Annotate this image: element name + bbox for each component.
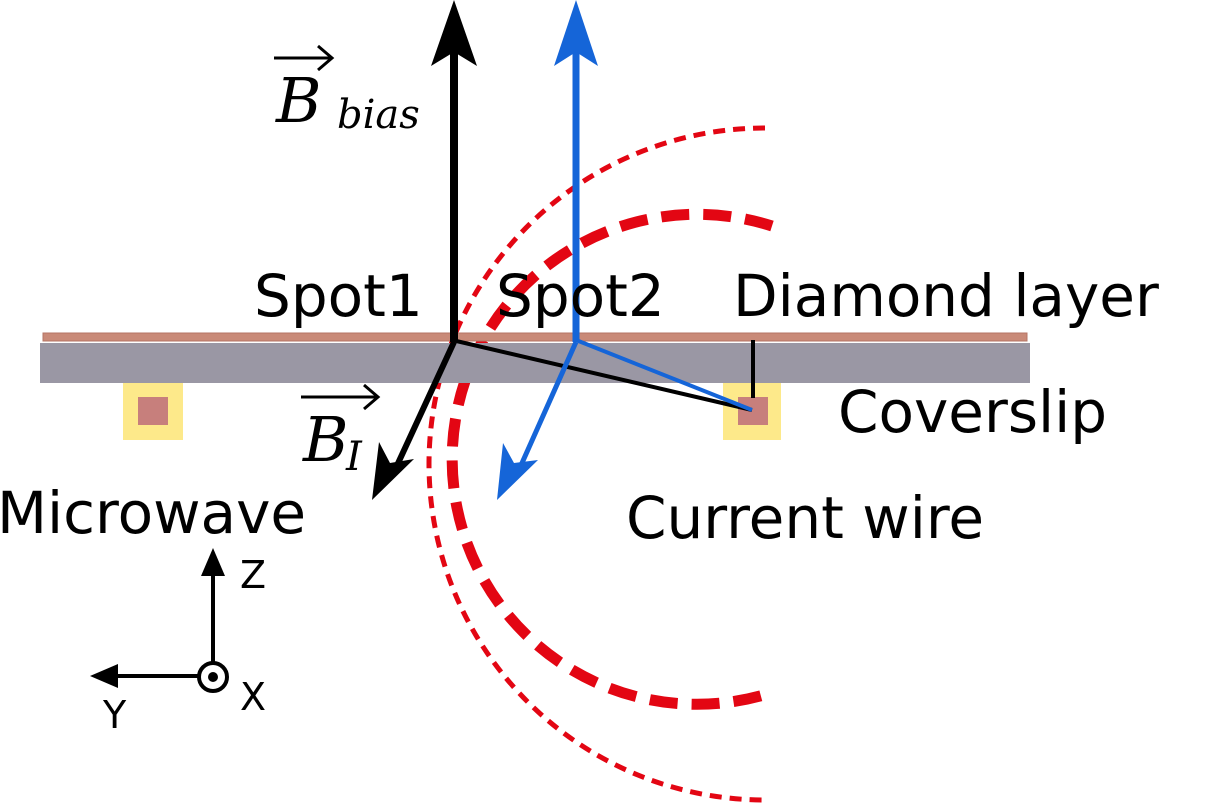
spot1-label: Spot1 (254, 262, 423, 330)
b-bias-vector-label: B bias (274, 44, 420, 138)
b-bias-subscript: bias (337, 92, 420, 138)
y-axis-arrowhead (90, 664, 118, 688)
radius-line-spot2 (575, 338, 753, 412)
b-i-subscript: I (345, 434, 363, 480)
spot2-field-arrow-shaft (515, 340, 579, 474)
b-i-overarrow-head (363, 383, 381, 411)
z-axis-arrowhead (201, 548, 225, 576)
microwave-label: Microwave (0, 479, 306, 547)
x-axis-out-of-page-dot (208, 672, 218, 682)
current-wire-label: Current wire (626, 484, 984, 552)
field-line-outer (426, 125, 766, 803)
coverslip-slab (40, 343, 1030, 383)
radius-line-spot1 (451, 338, 753, 412)
b-i-arrowhead (372, 442, 414, 500)
z-axis-label: Z (240, 553, 266, 597)
coverslip-label: Coverslip (838, 378, 1107, 446)
coordinate-axes: Z Y X (90, 548, 266, 737)
b-i-symbol: B (302, 403, 349, 476)
b-bias-symbol: B (275, 64, 322, 137)
spot2-bias-arrowhead (554, 0, 598, 66)
b-bias-overarrow-head (317, 44, 335, 72)
b-i-vector-label: B I (301, 383, 381, 480)
diamond-layer-label: Diamond layer (733, 262, 1159, 330)
b-bias-arrowhead (431, 0, 477, 66)
spot2-label: Spot2 (496, 262, 665, 330)
b-i-arrow-shaft (391, 340, 457, 474)
x-axis-label: X (240, 675, 266, 719)
y-axis-label: Y (102, 693, 127, 737)
spot2-field-arrowhead (497, 443, 538, 500)
diamond-layer-strip (42, 332, 1028, 342)
microwave-wire-core (138, 397, 168, 425)
x-axis-out-of-page-circle (197, 661, 229, 693)
field-line-inner (446, 208, 774, 710)
current-wire-core (738, 397, 768, 425)
